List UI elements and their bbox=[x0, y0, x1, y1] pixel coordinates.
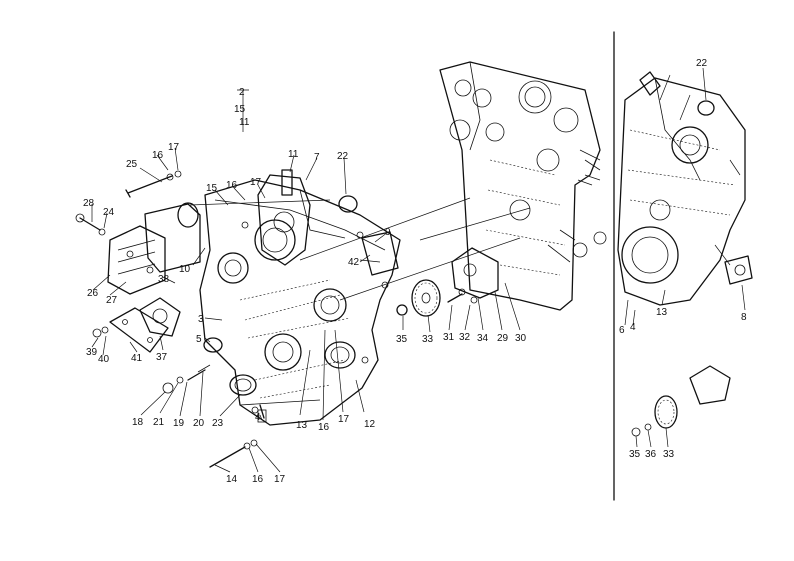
washers-39-40 bbox=[92, 326, 109, 338]
callout-15: 15 bbox=[234, 104, 246, 115]
inset-callout-33: 33 bbox=[663, 449, 675, 460]
callout-28: 28 bbox=[83, 198, 95, 209]
inset-callout-22: 22 bbox=[696, 58, 708, 69]
callout-22: 22 bbox=[337, 151, 349, 162]
inset-callout-4: 4 bbox=[630, 322, 636, 333]
callout-35: 35 bbox=[396, 334, 408, 345]
bolt-14 bbox=[209, 439, 258, 468]
callout-41: 41 bbox=[131, 353, 143, 364]
inset-callout-8: 8 bbox=[741, 312, 747, 323]
callout-29: 29 bbox=[497, 333, 509, 344]
callout-33: 33 bbox=[422, 334, 434, 345]
callout-15: 15 bbox=[206, 183, 218, 194]
spring-4 bbox=[257, 404, 267, 423]
inset-callout-35: 35 bbox=[629, 449, 641, 460]
callout-leaders bbox=[91, 89, 521, 473]
callout-2: 2 bbox=[239, 87, 245, 98]
callout-21: 21 bbox=[153, 417, 165, 428]
callout-16: 16 bbox=[252, 474, 264, 485]
callout-14: 14 bbox=[226, 474, 238, 485]
oil-filter bbox=[144, 202, 201, 273]
callout-17: 17 bbox=[168, 142, 180, 153]
gear-case bbox=[199, 179, 401, 426]
inset-view-callouts: 22 6 4 13 8 35 36 33 bbox=[619, 58, 747, 460]
main-view-callouts: 2 15 11 11 7 22 25 16 17 15 16 17 28 24 … bbox=[83, 87, 527, 485]
seal-23 bbox=[229, 374, 257, 396]
callout-7: 7 bbox=[314, 152, 320, 163]
gasket-22 bbox=[338, 195, 358, 213]
callout-20: 20 bbox=[193, 418, 205, 429]
callout-19: 19 bbox=[173, 418, 185, 429]
callout-10: 10 bbox=[179, 264, 191, 275]
engine-block bbox=[439, 61, 607, 311]
callout-26: 26 bbox=[87, 288, 99, 299]
nut-35 bbox=[396, 304, 408, 316]
alignment-lines bbox=[189, 197, 531, 301]
callout-38: 38 bbox=[158, 274, 170, 285]
callout-13: 13 bbox=[296, 420, 308, 431]
inset-pump-gear bbox=[631, 365, 731, 437]
callout-37: 37 bbox=[156, 352, 168, 363]
callout-40: 40 bbox=[98, 354, 110, 365]
callout-25: 25 bbox=[126, 159, 138, 170]
callout-18: 18 bbox=[132, 417, 144, 428]
gasket-37 bbox=[139, 297, 181, 337]
plate-9 bbox=[361, 231, 399, 276]
front-seal bbox=[324, 341, 356, 369]
callout-16: 16 bbox=[318, 422, 330, 433]
callout-11: 11 bbox=[288, 149, 299, 160]
callout-9: 9 bbox=[385, 227, 391, 238]
inset-callout-13: 13 bbox=[656, 307, 668, 318]
upper-housing bbox=[257, 169, 311, 266]
callout-17: 17 bbox=[338, 414, 350, 425]
callout-27: 27 bbox=[106, 295, 118, 306]
callout-23: 23 bbox=[212, 418, 224, 429]
pump-29 bbox=[451, 247, 499, 299]
callout-11: 11 bbox=[239, 117, 250, 128]
callout-5: 5 bbox=[196, 334, 202, 345]
callout-42: 42 bbox=[348, 257, 360, 268]
callout-16: 16 bbox=[226, 180, 238, 191]
inset-engine-assembly bbox=[617, 71, 753, 306]
callout-34: 34 bbox=[477, 333, 489, 344]
inset-callout-6: 6 bbox=[619, 325, 625, 336]
callout-24: 24 bbox=[103, 207, 115, 218]
bolt-28 bbox=[75, 213, 106, 236]
callout-17: 17 bbox=[250, 177, 262, 188]
cover-plate-41 bbox=[109, 307, 169, 353]
long-bolt-25 bbox=[125, 170, 182, 198]
callout-16: 16 bbox=[152, 150, 164, 161]
callout-12: 12 bbox=[364, 419, 376, 430]
inset-callout-36: 36 bbox=[645, 449, 657, 460]
callout-31: 31 bbox=[443, 332, 455, 343]
callout-3: 3 bbox=[198, 314, 204, 325]
callout-17: 17 bbox=[274, 474, 286, 485]
inset-leaders bbox=[624, 67, 746, 448]
seal-5 bbox=[203, 337, 223, 353]
callout-32: 32 bbox=[459, 332, 471, 343]
callout-4: 4 bbox=[255, 412, 261, 423]
filter-bracket bbox=[107, 225, 166, 295]
relief-valve-parts bbox=[162, 364, 211, 394]
callout-39: 39 bbox=[86, 347, 98, 358]
gear-33 bbox=[411, 279, 441, 317]
callout-30: 30 bbox=[515, 333, 527, 344]
pump-parts-31-32-34 bbox=[447, 288, 478, 304]
